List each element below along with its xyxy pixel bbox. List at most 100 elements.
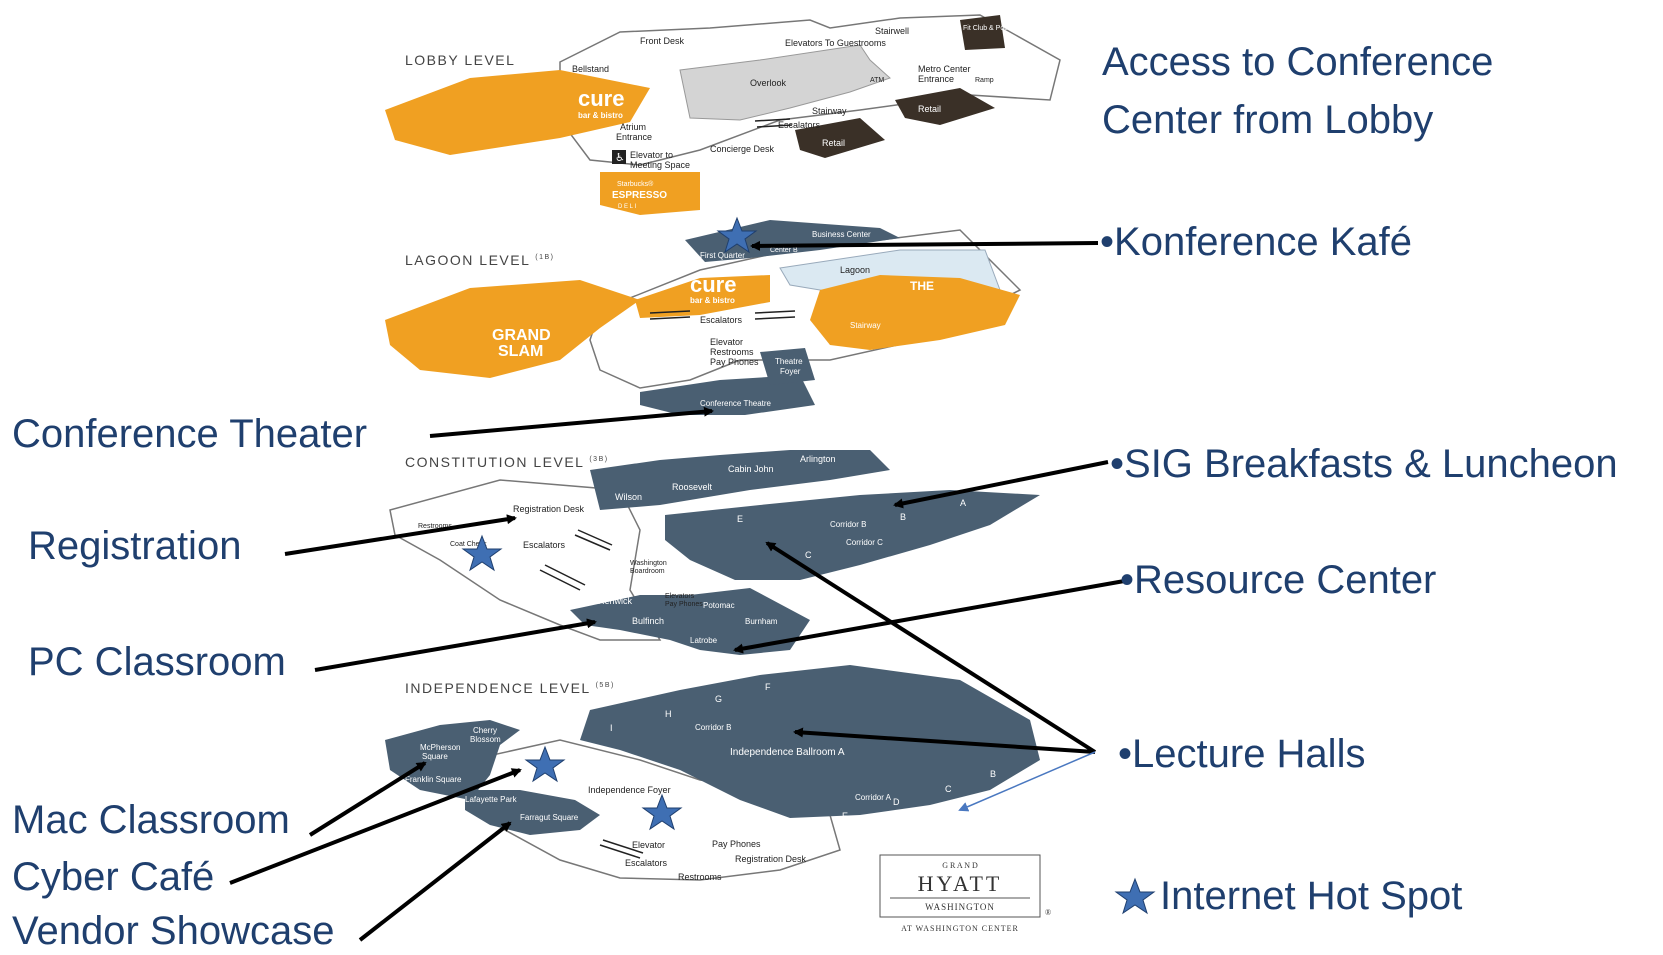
callout-sig-breakfasts-text: SIG Breakfasts & Luncheon xyxy=(1124,442,1618,486)
callout-access-line-1: Access to Conference xyxy=(1102,40,1494,84)
independence-room-f: F xyxy=(765,682,771,692)
lagoon-grand-slam-1: GRAND xyxy=(492,327,551,344)
lagoon-the-label: THE xyxy=(910,279,934,293)
constitution-potomac: Potomac xyxy=(703,601,735,610)
constitution-wilson: Wilson xyxy=(615,492,642,502)
callout-lecture-halls: Lecture Halls xyxy=(1118,730,1365,778)
lobby-atm: ATM xyxy=(870,77,884,84)
lagoon-level: LAGOON LEVEL (1B) Business Center Center… xyxy=(385,220,1022,415)
logo-hyatt: HYATT xyxy=(918,871,1003,896)
logo-washington: WASHINGTON xyxy=(925,902,995,912)
arrow-vendor-showcase xyxy=(358,821,512,942)
constitution-bulfinch: Bulfinch xyxy=(632,616,664,626)
hotspot-stars xyxy=(461,216,1156,915)
lobby-ramp: Ramp xyxy=(975,77,994,84)
lobby-entrance: Entrance xyxy=(918,74,954,84)
lagoon-restrooms: Restrooms xyxy=(710,347,754,357)
constitution-top-rooms xyxy=(590,450,890,510)
lobby-level: LOBBY LEVEL Front Desk Stairwell Elevato… xyxy=(385,14,1061,215)
lobby-escalator-arrows xyxy=(754,118,793,128)
lobby-retail-block-2 xyxy=(795,118,885,158)
constitution-registration-desk: Registration Desk xyxy=(513,504,585,514)
constitution-restrooms: Restrooms xyxy=(418,523,452,530)
independence-corridor-b: Corridor B xyxy=(695,723,731,732)
lagoon-cure xyxy=(635,275,770,318)
logo-grand: G R A N D xyxy=(942,861,978,870)
logo-registered: ® xyxy=(1045,908,1051,917)
constitution-room-c: C xyxy=(805,550,812,560)
callout-lecture-halls-text: Lecture Halls xyxy=(1132,732,1366,776)
callout-sig-breakfasts: SIG Breakfasts & Luncheon xyxy=(1110,440,1618,488)
independence-room-b: B xyxy=(990,769,996,779)
lagoon-grand-slam xyxy=(385,280,640,378)
lobby-elevators-guestrooms: Elevators To Guestrooms xyxy=(785,38,886,48)
independence-mcpherson: McPherson xyxy=(420,743,460,752)
accessible-icon-glyph: ♿ xyxy=(615,151,625,164)
independence-room-c: C xyxy=(945,784,952,794)
lagoon-cafe xyxy=(810,275,1020,350)
independence-ballroom-a: Independence Ballroom A xyxy=(730,747,845,758)
lobby-concierge-desk: Concierge Desk xyxy=(710,144,775,154)
constitution-renwick: Renwick xyxy=(598,596,633,606)
callout-registration: Registration xyxy=(28,524,242,568)
lobby-overlook-area xyxy=(679,44,891,121)
constitution-level-name: CONSTITUTION LEVEL xyxy=(405,454,584,470)
lobby-starbucks: Starbucks® xyxy=(617,180,654,188)
lagoon-conference-theatre-label: Conference Theatre xyxy=(700,399,772,408)
lagoon-lagoon-label: Lagoon xyxy=(840,265,870,275)
lagoon-first-quarter-label: First Quarter xyxy=(700,251,745,260)
lagoon-pay-phones: Pay Phones xyxy=(710,357,759,367)
lobby-front-desk: Front Desk xyxy=(640,36,685,46)
constitution-coat-check: Coat Check xyxy=(450,541,487,548)
callout-arrows xyxy=(229,240,1131,942)
lagoon-foyer: Foyer xyxy=(780,367,801,376)
lobby-cure-logo: cure xyxy=(578,86,624,111)
constitution-pay-phones: Pay Phones xyxy=(665,601,703,608)
independence-escalator-arrows xyxy=(599,839,644,859)
lobby-fit-club: Fit Club & Pool xyxy=(963,25,1010,32)
lobby-elevator-to: Elevator to xyxy=(630,150,673,160)
callout-access-line-2: Center from Lobby xyxy=(1102,98,1434,142)
arrow-cyber-cafe xyxy=(229,768,522,885)
lagoon-level-label: LAGOON LEVEL (1B) xyxy=(405,252,554,268)
constitution-corridor-c: Corridor C xyxy=(846,538,883,547)
callout-mac-classroom: Mac Classroom xyxy=(12,798,290,842)
lagoon-stairway: Stairway xyxy=(850,321,881,330)
lagoon-conference-theatre xyxy=(640,375,815,415)
independence-room-d: D xyxy=(893,797,900,807)
independence-square: Square xyxy=(422,752,448,761)
lagoon-theatre: Theatre xyxy=(775,357,803,366)
independence-level-name: INDEPENDENCE LEVEL xyxy=(405,680,590,696)
lobby-atrium: Atrium xyxy=(620,122,646,132)
lobby-cure-sub: bar & bistro xyxy=(578,111,623,120)
constitution-ballroom xyxy=(665,490,1040,580)
star-icon xyxy=(1114,877,1156,915)
independence-level-sup: (5B) xyxy=(596,682,615,689)
lobby-deli: D E L I xyxy=(618,204,636,210)
constitution-level-sup: (3B) xyxy=(589,456,608,463)
star-icon xyxy=(716,216,758,254)
lobby-cure-block xyxy=(385,70,650,155)
independence-escalators: Escalators xyxy=(625,858,668,868)
callout-cyber-cafe: Cyber Café xyxy=(12,855,215,899)
star-icon xyxy=(461,534,503,572)
lobby-starbucks-block xyxy=(600,172,700,215)
lobby-overlook: Overlook xyxy=(750,78,787,88)
constitution-room-e: E xyxy=(737,514,743,524)
lobby-retail-1-label: Retail xyxy=(918,104,941,114)
callout-resource-center-text: Resource Center xyxy=(1134,558,1437,602)
lobby-stairwell: Stairwell xyxy=(875,26,909,36)
callout-conference-theater: Conference Theater xyxy=(12,412,368,456)
independence-blossom: Blossom xyxy=(470,735,501,744)
constitution-burnham: Burnham xyxy=(745,617,778,626)
independence-elevator: Elevator xyxy=(632,840,665,850)
independence-pay-phones: Pay Phones xyxy=(712,839,761,849)
star-icon xyxy=(641,793,683,831)
lagoon-escalators: Escalators xyxy=(700,315,743,325)
independence-registration-desk: Registration Desk xyxy=(735,854,807,864)
independence-level: INDEPENDENCE LEVEL (5B) I H G F Corridor… xyxy=(385,665,1040,882)
independence-corridor-a: Corridor A xyxy=(855,793,892,802)
arrow-conference-theater xyxy=(429,406,714,438)
lagoon-cure-sub: bar & bistro xyxy=(690,296,735,305)
